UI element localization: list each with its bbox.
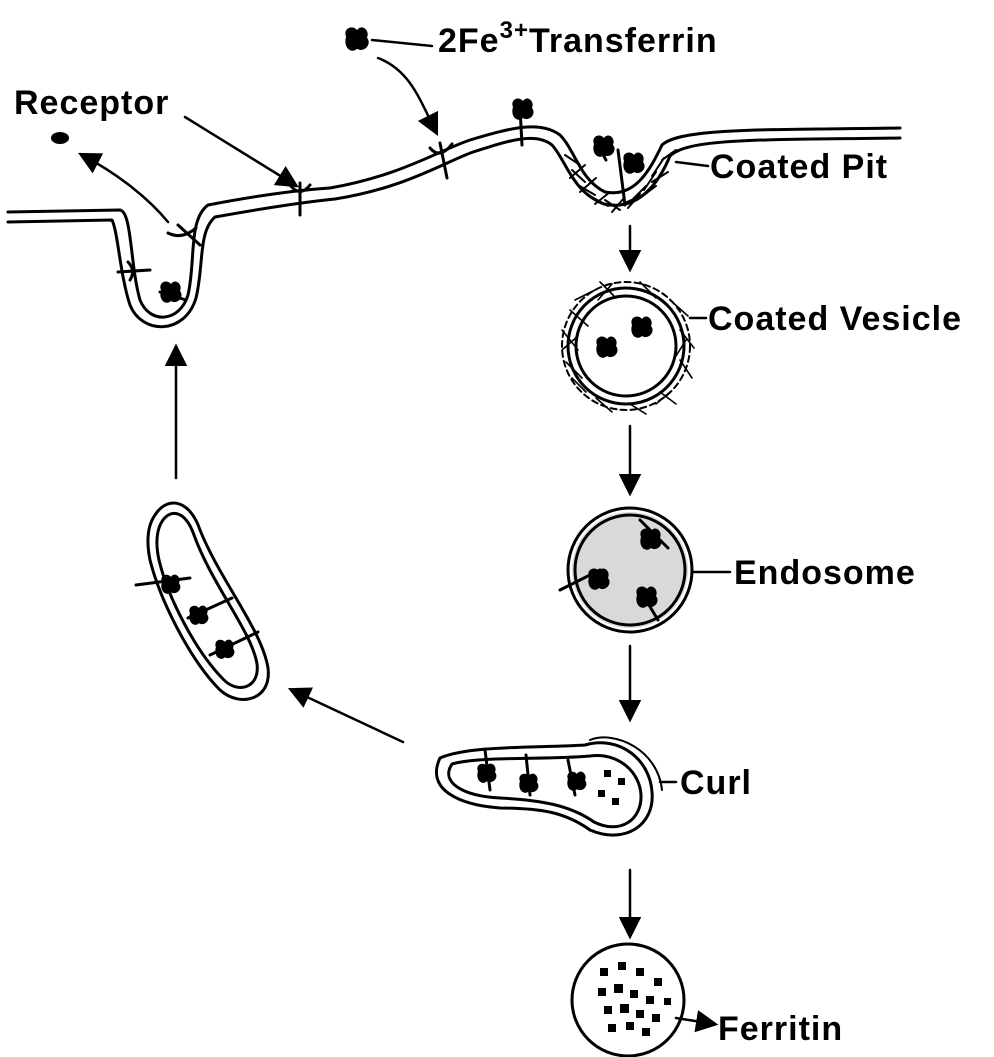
recycling-vesicle [136,503,268,699]
curl-label: Curl [680,766,752,800]
membrane-receptors [118,108,625,300]
coated-vesicle [562,282,694,414]
arrow-curl-to-recycling [292,690,403,742]
arrow-to-ferritin-label [676,1018,714,1024]
label-pointers [82,40,730,782]
coated-vesicle-label: Coated Vesicle [708,302,962,336]
ferritin-label: Ferritin [718,1012,843,1046]
transferrin-molecules [51,27,645,302]
curl [436,737,662,835]
coated-pit-label: Coated Pit [710,150,888,184]
receptor-label: Receptor [14,86,169,120]
transferrin-label: 2Fe3+Transferrin [438,24,718,58]
endosome-label: Endosome [734,556,916,590]
endosome [560,508,692,632]
transferrin-superscript: 3+ [500,17,529,44]
transferrin-prefix: 2Fe [438,22,500,60]
transferrin-name: Transferrin [529,22,718,60]
ferritin-particle [572,944,684,1056]
